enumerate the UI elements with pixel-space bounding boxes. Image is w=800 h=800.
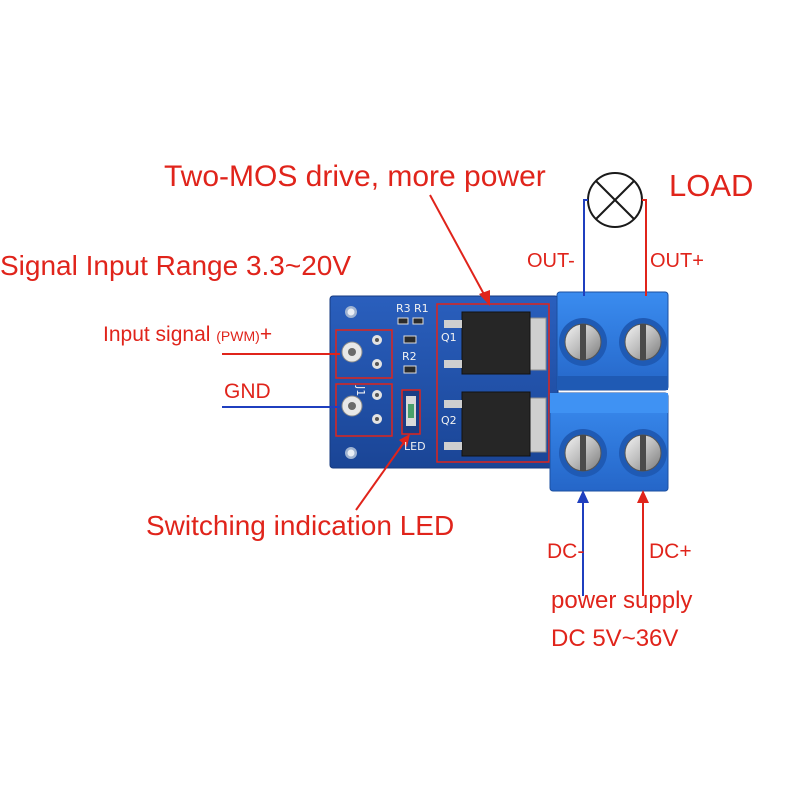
led-caption-label: Switching indication LED — [146, 510, 455, 541]
mosfet-outline — [436, 303, 550, 463]
load-label: LOAD — [669, 168, 754, 203]
out-plus-label: OUT+ — [650, 250, 704, 272]
dc-plus-label: DC+ — [649, 540, 692, 563]
indicator-led — [401, 389, 421, 435]
input-signal-label: Input signal (PWM)+ — [103, 324, 272, 345]
silk-led: LED — [404, 440, 426, 453]
terminal-block-out — [556, 291, 669, 391]
power-supply-label: power supply — [551, 587, 693, 614]
input-plus-text: + — [259, 323, 273, 346]
dc-range-label: DC 5V~36V — [551, 625, 679, 652]
silk-j1: J1 — [354, 386, 367, 397]
smd-resistors — [397, 317, 424, 374]
mos-title-label: Two-MOS drive, more power — [164, 160, 546, 193]
mounting-holes — [345, 306, 357, 459]
silk-q2: Q2 — [441, 414, 457, 427]
terminal-block-dc — [549, 392, 669, 492]
load-wire-minus — [583, 199, 588, 296]
led-callout-arrowhead — [399, 434, 410, 447]
gnd-label: GND — [224, 380, 271, 403]
mosfet-q2 — [444, 391, 547, 457]
lamp-icon — [587, 172, 643, 228]
silk-r2: R2 — [402, 350, 417, 363]
pwm-text: (PWM) — [216, 328, 260, 344]
load-wire-plus — [642, 199, 647, 296]
silk-q1: Q1 — [441, 331, 457, 344]
dc-minus-label: DC- — [547, 540, 585, 563]
mosfet-q1 — [444, 311, 547, 375]
input-header-j1 — [335, 329, 393, 437]
out-minus-label: OUT- — [527, 250, 575, 272]
mos-callout-line — [429, 194, 487, 299]
dc-minus-arrow — [577, 490, 589, 503]
mos-callout-arrowhead — [479, 290, 490, 306]
dc-plus-arrow — [637, 490, 649, 503]
led-callout-line — [355, 440, 406, 511]
signal-range-label: Signal Input Range 3.3~20V — [0, 250, 352, 281]
silk-r3: R3 — [396, 302, 411, 315]
input-signal-text: Input signal — [103, 323, 211, 346]
silk-r1: R1 — [414, 302, 429, 315]
